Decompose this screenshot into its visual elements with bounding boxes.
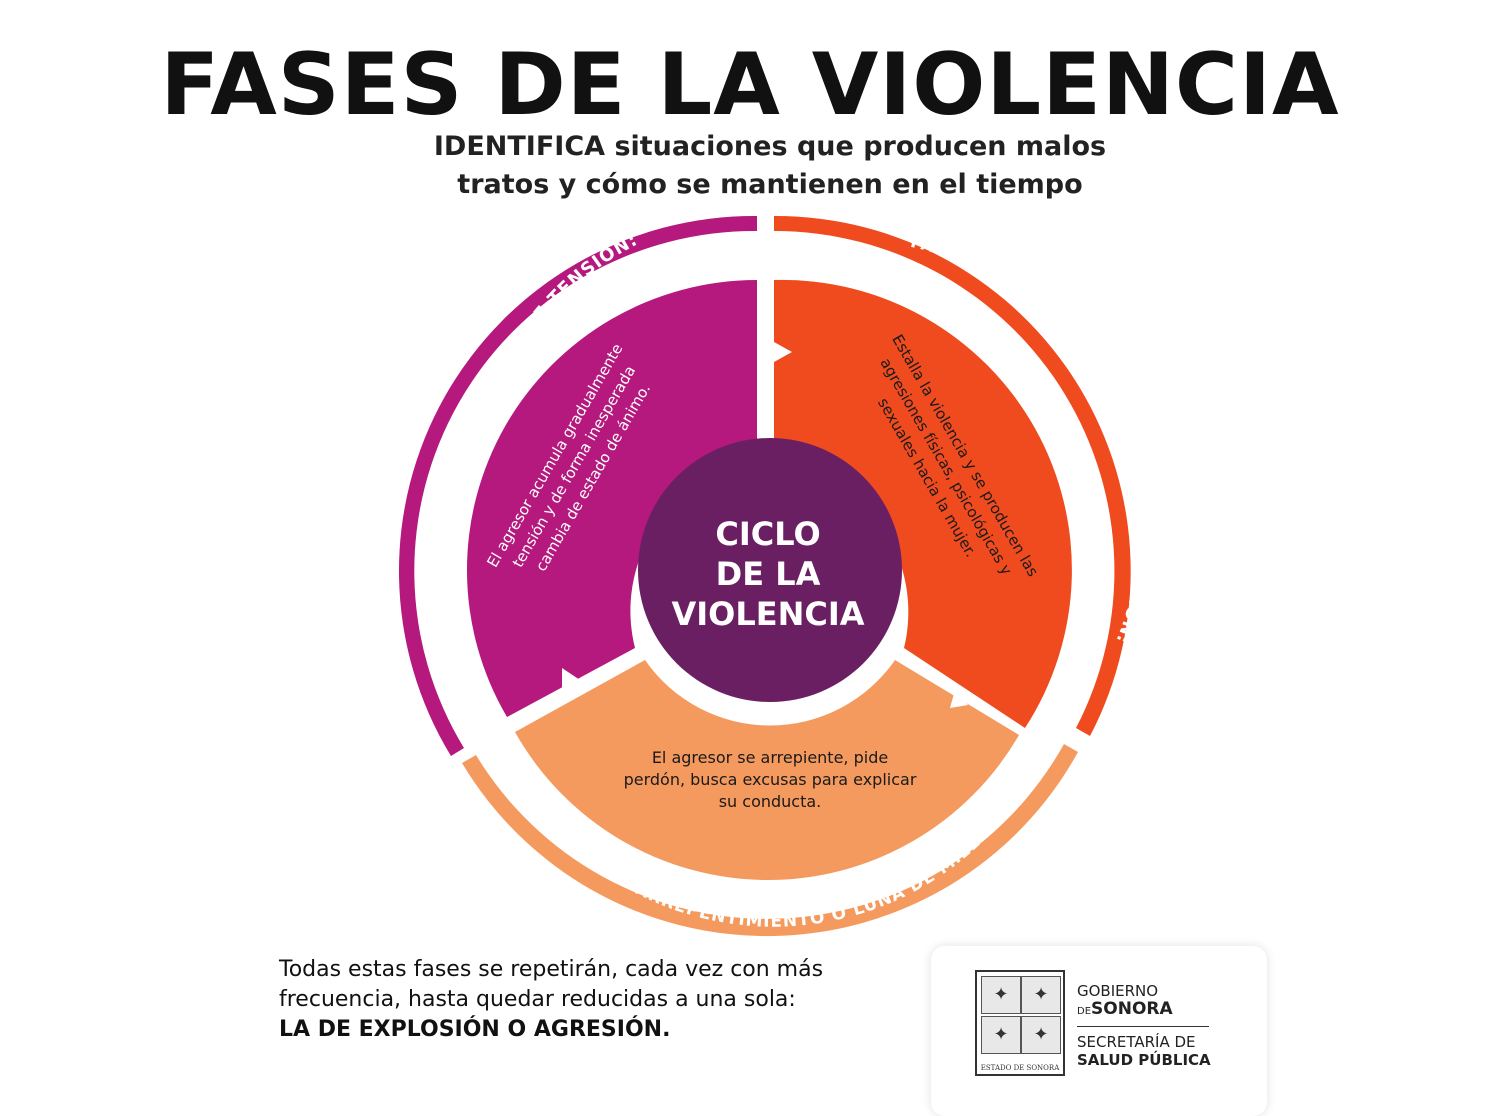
tension-inner-segment [466, 280, 757, 717]
gobierno-text: GOBIERNO [1077, 982, 1159, 1000]
seal-quadrant-icon: ✦ [981, 976, 1021, 1014]
arrow-notch-explosion [950, 690, 968, 708]
subtitle-line-2: tratos y cómo se mantienen en el tiempo [457, 169, 1083, 200]
page-subtitle: IDENTIFICA situaciones que producen malo… [0, 128, 1500, 204]
tension-outer-segment [398, 215, 757, 756]
seal-caption: ESTADO DE SONORA [980, 1064, 1060, 1072]
center-line-3: VIOLENCIA [671, 595, 864, 633]
luna-outer-segment [462, 744, 1078, 937]
luna-desc-line-3: su conducta. [719, 792, 822, 811]
seal-quadrant-icon: ✦ [1021, 976, 1061, 1014]
page-title: FASES DE LA VIOLENCIA [160, 35, 1340, 135]
footer-note-strong: LA DE EXPLOSIÓN O AGRESIÓN. [279, 1017, 671, 1042]
salud-publica-text: SALUD PÚBLICA [1077, 1051, 1211, 1069]
footer-note-line-1: Todas estas fases se repetirán, cada vez… [279, 957, 824, 982]
footer-note: Todas estas fases se repetirán, cada vez… [279, 955, 919, 1045]
explosion-outer-segment [774, 215, 1131, 736]
secretaria-text: SECRETARÍA DE [1077, 1033, 1196, 1051]
center-line-2: DE LA [716, 555, 821, 593]
sonora-text: SONORA [1091, 999, 1173, 1019]
arrow-notch-tension [774, 342, 792, 362]
state-seal-icon: ✦ ✦ ✦ ✦ ESTADO DE SONORA [975, 970, 1065, 1076]
luna-inner-segment [515, 660, 1019, 880]
government-wordmark: GOBIERNO DESONORA SECRETARÍA DE SALUD PÚ… [1077, 982, 1217, 1069]
explosion-inner-segment [774, 279, 1072, 728]
footer-note-line-2: frecuencia, hasta quedar reducidas a una… [279, 987, 796, 1012]
wordmark-divider [1077, 1026, 1209, 1027]
government-logo-card: ✦ ✦ ✦ ✦ ESTADO DE SONORA GOBIERNO DESONO… [931, 946, 1267, 1116]
subtitle-line-1: IDENTIFICA situaciones que producen malo… [433, 131, 1107, 162]
seal-quadrant-icon: ✦ [1021, 1016, 1061, 1054]
seal-quadrant-icon: ✦ [981, 1016, 1021, 1054]
luna-desc-line-1: El agresor se arrepiente, pide [652, 748, 888, 767]
de-text: DE [1077, 1006, 1092, 1017]
center-line-1: CICLO [715, 515, 820, 553]
cycle-center-circle [638, 438, 902, 702]
arrow-notch-luna [562, 668, 580, 690]
luna-desc-line-2: perdón, busca excusas para explicar [624, 770, 917, 789]
